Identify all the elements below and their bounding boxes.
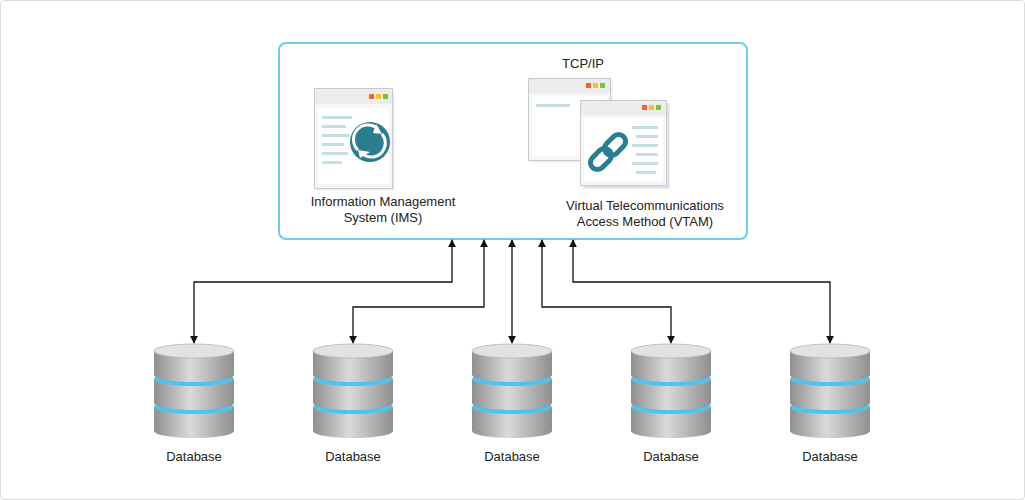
database-node: Database	[149, 343, 239, 467]
connector-arrow	[573, 240, 830, 343]
database-cylinder	[149, 343, 239, 443]
database-node: Database	[785, 343, 875, 467]
database-node: Database	[308, 343, 398, 467]
node-label: Database	[293, 449, 413, 465]
database-cylinder	[467, 343, 557, 443]
database-cylinder	[785, 343, 875, 443]
ims-node: Information Management System (IMS)	[298, 82, 468, 228]
node-label: Database	[770, 449, 890, 465]
node-label: Database	[134, 449, 254, 465]
database-node: Database	[467, 343, 557, 467]
node-label: Information Management System (IMS)	[298, 194, 468, 226]
connector-arrow	[353, 240, 484, 343]
database-node: Database	[626, 343, 716, 467]
database-cylinder	[308, 343, 398, 443]
database-cylinder	[626, 343, 716, 443]
node-label: Database	[452, 449, 572, 465]
ims-window-icon	[298, 82, 468, 192]
node-label: Virtual Telecommunications Access Method…	[545, 198, 745, 230]
vtam-window-icons	[520, 52, 748, 192]
node-label: Database	[611, 449, 731, 465]
system-container: Information Management System (IMS) TCP/…	[278, 42, 748, 240]
connector-arrow	[542, 240, 671, 343]
connector-arrow	[511, 240, 512, 343]
vtam-node: TCP/IP Virtual Telecommunications Access …	[520, 52, 748, 228]
connector-arrow	[194, 240, 452, 343]
node-heading: TCP/IP	[548, 56, 618, 72]
